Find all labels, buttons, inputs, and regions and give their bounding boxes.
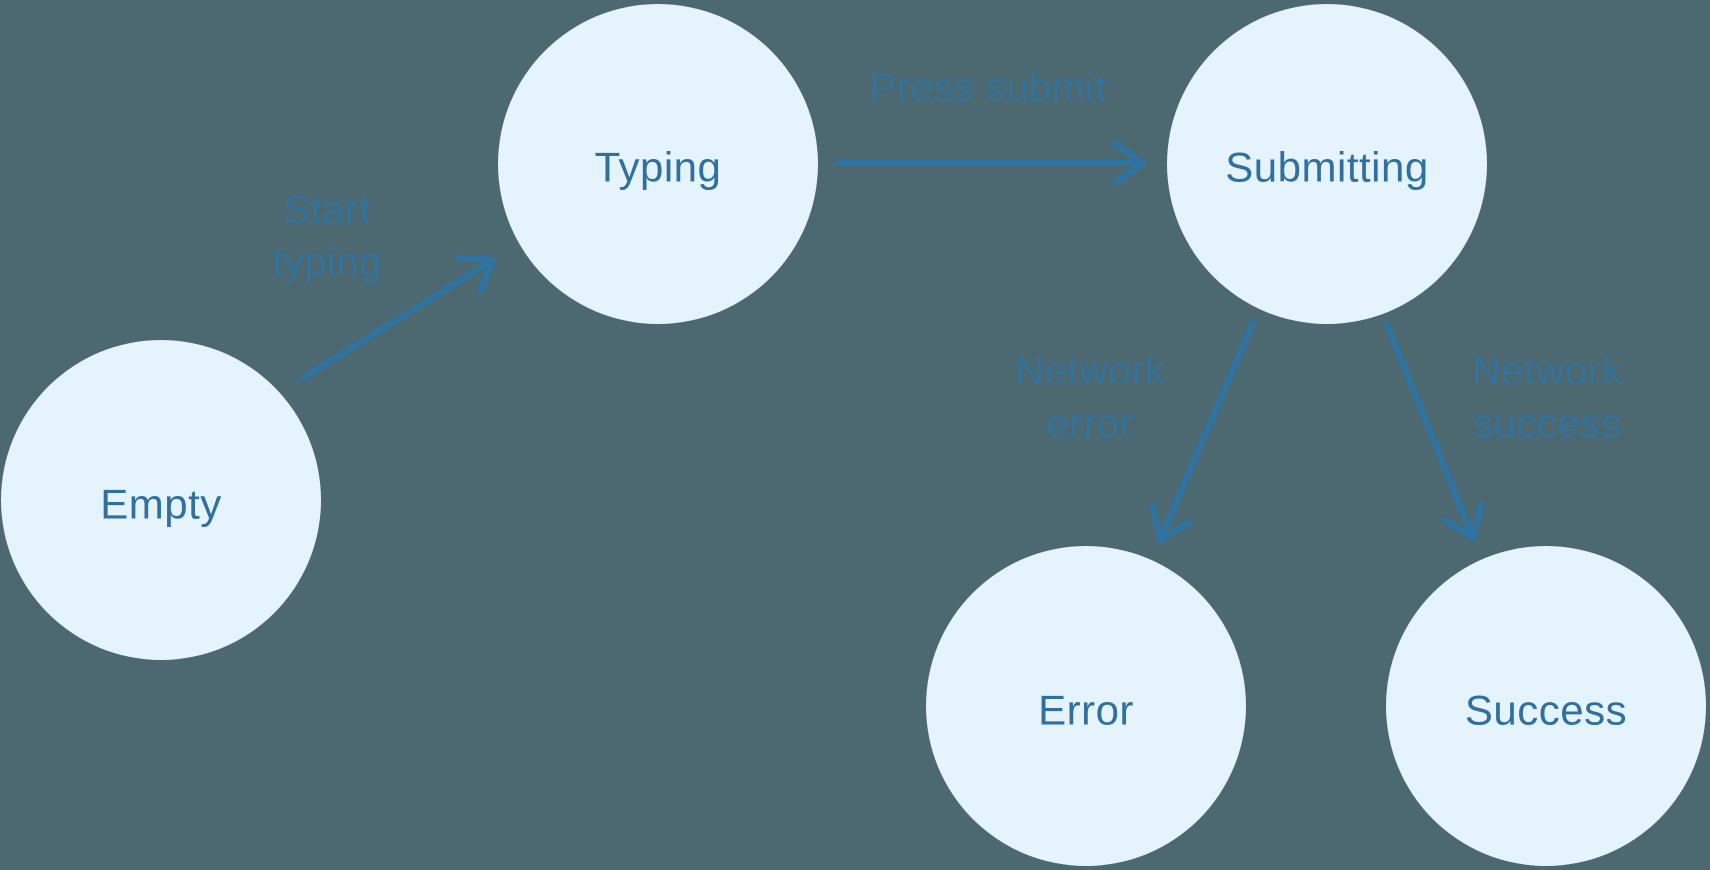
transition-label-network-success-line1: Network bbox=[1472, 349, 1623, 393]
state-node-label-empty: Empty bbox=[100, 481, 222, 528]
transition-label-press-submit: Press submit bbox=[869, 66, 1106, 110]
state-node-label-submitting: Submitting bbox=[1225, 144, 1428, 191]
transition-label-network-error-line1: Network bbox=[1015, 349, 1166, 393]
state-node-submitting: Submitting bbox=[1167, 4, 1487, 324]
state-node-error: Error bbox=[926, 546, 1246, 866]
state-node-label-typing: Typing bbox=[595, 144, 722, 191]
state-node-circle-submitting bbox=[1167, 4, 1487, 324]
transition-arrow-submitting-to-success bbox=[1384, 322, 1485, 541]
transition-arrow-empty-to-typing bbox=[300, 254, 496, 381]
transition-label-start-typing-line2: typing bbox=[272, 240, 382, 284]
state-node-empty: Empty bbox=[1, 340, 321, 660]
state-node-success: Success bbox=[1386, 546, 1706, 866]
state-node-circle-error bbox=[926, 546, 1246, 866]
transition-label-network-error-line2: error bbox=[1047, 402, 1134, 446]
state-node-label-error: Error bbox=[1038, 687, 1134, 734]
state-node-circle-success bbox=[1386, 546, 1706, 866]
transition-labels: Start typing Press submit Network error … bbox=[272, 66, 1622, 446]
transition-arrow-submitting-to-error bbox=[1149, 320, 1256, 543]
state-node-circle-empty bbox=[1, 340, 321, 660]
state-node-typing: Typing bbox=[498, 4, 818, 324]
transition-label-start-typing-line1: Start bbox=[284, 188, 371, 232]
transition-label-network-success-line2: success bbox=[1473, 402, 1621, 446]
state-node-circle-typing bbox=[498, 4, 818, 324]
transition-arrows bbox=[300, 140, 1485, 543]
state-node-label-success: Success bbox=[1465, 687, 1627, 734]
